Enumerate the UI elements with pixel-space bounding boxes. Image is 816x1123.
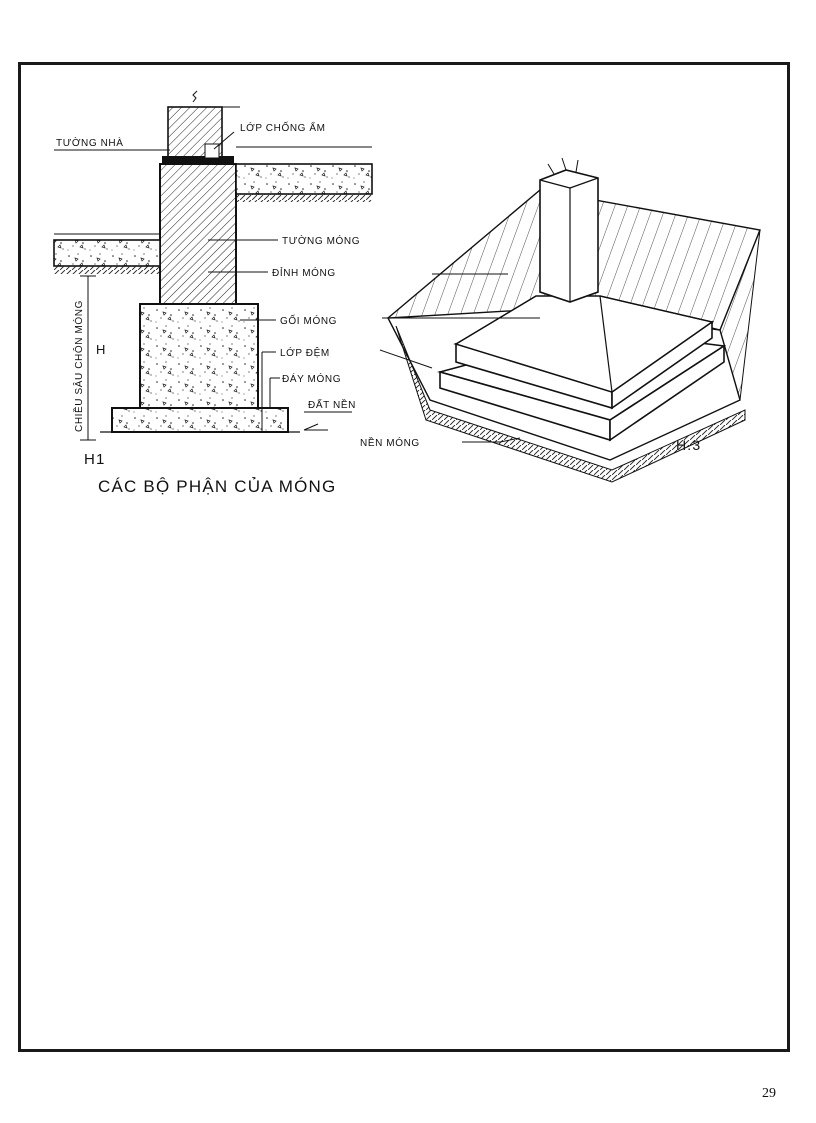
label-depth: CHIỀU SÂU CHÔN MÓNG bbox=[72, 300, 85, 432]
label-foundation-top: ĐỈNH MÓNG bbox=[272, 266, 336, 279]
label-depth-symbol: H bbox=[96, 342, 106, 357]
section-drawing-h1: TƯỜNG NHÀ LỚP CHỐNG ẨM TƯỜNG MÓNG ĐỈNH M… bbox=[53, 90, 373, 496]
page-number: 29 bbox=[762, 1086, 776, 1101]
damp-proof-layer bbox=[162, 156, 234, 164]
soil-left bbox=[54, 266, 160, 274]
label-foundation-base: NỀN MÓNG bbox=[360, 436, 420, 449]
ground-level-marker-icon bbox=[303, 423, 328, 431]
isometric-drawing-h3: NỀN MÓNG H.3 bbox=[360, 157, 761, 483]
break-mark-icon bbox=[192, 90, 198, 103]
column-break-mark-icon bbox=[547, 157, 579, 175]
label-house-wall: TƯỜNG NHÀ bbox=[56, 136, 124, 149]
label-damp-proof-layer: LỚP CHỐNG ẨM bbox=[240, 120, 326, 134]
figure-id-h1: H1 bbox=[84, 451, 106, 468]
label-foundation-bottom: ĐÁY MÓNG bbox=[282, 372, 341, 385]
floor-slab-left bbox=[53, 239, 161, 267]
label-footing: GỐI MÓNG bbox=[280, 313, 337, 327]
page-frame bbox=[18, 62, 790, 1052]
label-bedding-layer: LỚP ĐỆM bbox=[280, 346, 330, 359]
floor-slab-right bbox=[235, 163, 373, 195]
soil-right bbox=[236, 194, 372, 202]
label-ground: ĐẤT NỀN bbox=[308, 398, 356, 411]
figure-id-h3: H.3 bbox=[676, 437, 701, 453]
column bbox=[539, 169, 599, 303]
footing bbox=[139, 303, 259, 409]
figure-caption: CÁC BỘ PHẬN CỦA MÓNG bbox=[98, 477, 336, 496]
foundation-wall bbox=[159, 163, 237, 305]
soil-layer bbox=[395, 325, 746, 483]
label-foundation-wall: TƯỜNG MÓNG bbox=[282, 234, 360, 247]
